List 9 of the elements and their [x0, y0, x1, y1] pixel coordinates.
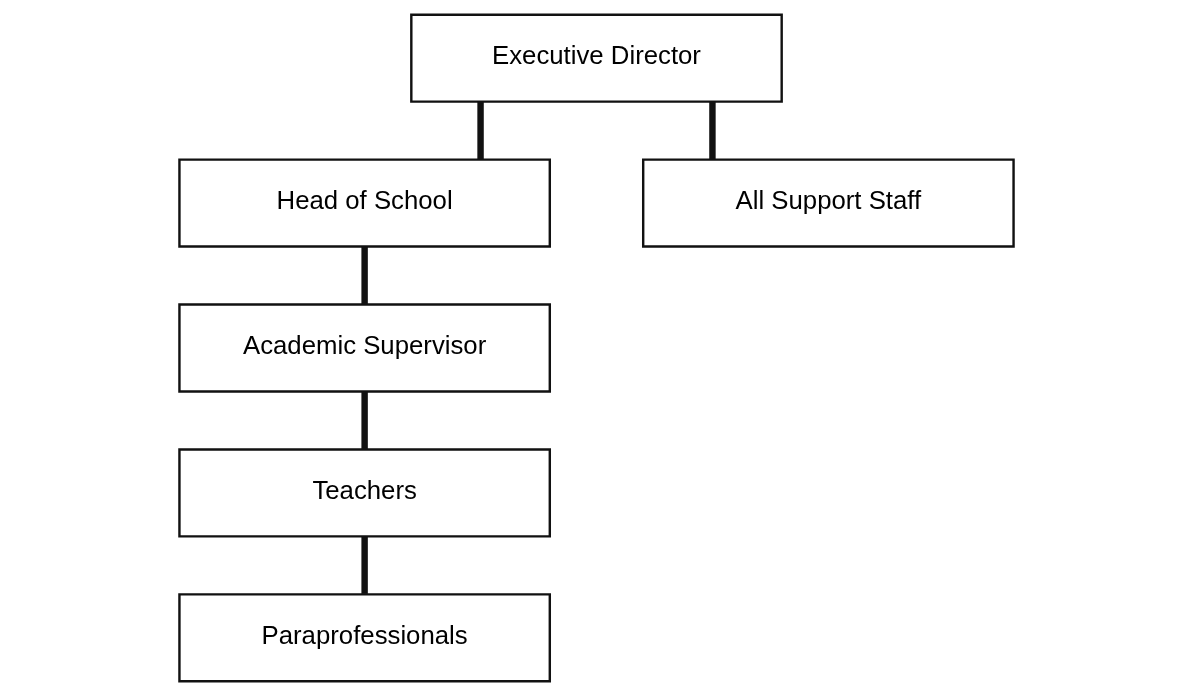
- node-box: All Support Staff: [642, 158, 1015, 248]
- connector: [361, 246, 368, 305]
- node-box: Paraprofessionals: [178, 593, 551, 683]
- connector: [709, 101, 716, 160]
- connector: [477, 101, 484, 160]
- node-box: Head of School: [178, 158, 551, 248]
- node-box: Executive Director: [410, 13, 783, 103]
- node-box: Academic Supervisor: [178, 303, 551, 393]
- node-box: Teachers: [178, 448, 551, 538]
